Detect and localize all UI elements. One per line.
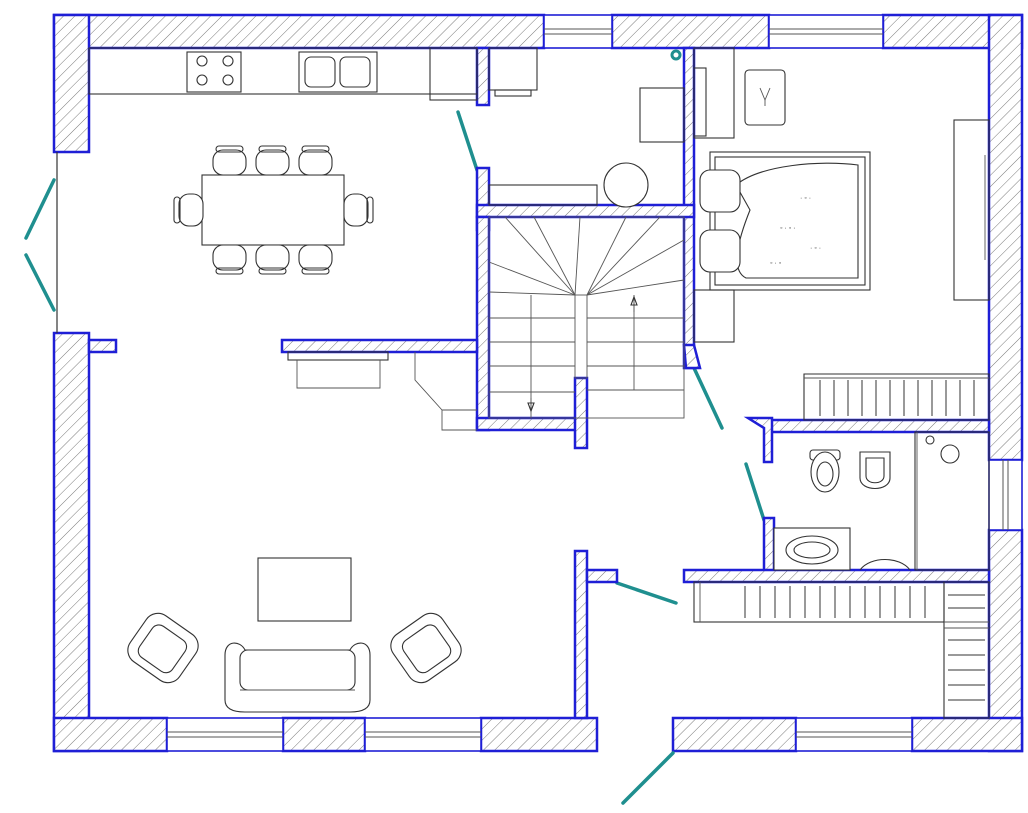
coffee-table-icon xyxy=(257,557,352,622)
door-swing-icon xyxy=(24,253,56,312)
kitchen xyxy=(88,47,538,101)
window-icon xyxy=(166,717,284,752)
staircase-icon xyxy=(488,216,685,419)
wall-bottom-mid1 xyxy=(281,716,367,753)
wardrobe-icon xyxy=(803,373,990,421)
fireplace-icon xyxy=(287,351,477,431)
wall-right-upper xyxy=(987,13,1024,462)
toilet-icon xyxy=(809,449,841,493)
door-swing-icon xyxy=(744,462,766,522)
fridge xyxy=(429,47,478,101)
wall-bottom-left xyxy=(52,716,169,753)
chair-icon xyxy=(343,193,374,227)
svg-text:· ◦ ·: · ◦ · xyxy=(800,195,811,202)
chair-icon xyxy=(212,145,247,176)
living-room xyxy=(127,557,462,713)
svg-text:◦ · ◦ ·: ◦ · ◦ · xyxy=(780,225,795,232)
chair-icon xyxy=(255,145,290,176)
cooktop-icon xyxy=(186,51,242,93)
wall-left-upper xyxy=(52,13,91,154)
door-swing-icon xyxy=(692,366,724,430)
wardrobe-icon xyxy=(943,581,990,719)
door-pivot xyxy=(670,49,682,61)
svg-text:◦ · ◦: ◦ · ◦ xyxy=(770,260,781,267)
window-icon xyxy=(543,14,613,49)
small-bath xyxy=(488,87,685,208)
armchair-icon xyxy=(390,612,462,684)
double-bed-icon: · ◦ · ◦ · ◦ · · ◦ · ◦ · ◦ xyxy=(699,151,871,291)
wall-left-lower xyxy=(52,331,91,753)
pillow-icon xyxy=(699,169,741,213)
bathroom xyxy=(773,431,990,571)
dining-table-icon xyxy=(201,174,345,246)
chair-icon xyxy=(255,244,290,275)
pillow-icon xyxy=(699,229,741,273)
window-icon xyxy=(768,14,884,49)
wall-cabinet xyxy=(953,119,990,301)
door-swing-icon xyxy=(621,751,675,805)
bidet-icon xyxy=(859,451,891,490)
wardrobe-icon xyxy=(693,581,945,623)
svg-text:· ◦ ·: · ◦ · xyxy=(810,245,821,252)
wall-bottom-right1 xyxy=(671,716,798,753)
chair-icon xyxy=(173,193,204,227)
bedroom: · ◦ · ◦ · ◦ · · ◦ · ◦ · ◦ xyxy=(693,47,990,343)
window-icon xyxy=(795,717,913,752)
door-swing-icon xyxy=(456,110,479,172)
window-icon xyxy=(988,459,1023,531)
washbasin-icon xyxy=(603,162,649,208)
bath-cabinet xyxy=(488,47,538,91)
wall-bottom-right2 xyxy=(910,716,1024,753)
wall-top-left xyxy=(52,13,546,50)
interior-walls xyxy=(87,46,991,720)
armchair-icon xyxy=(127,612,199,684)
chair-icon xyxy=(298,145,333,176)
sofa-icon xyxy=(224,642,371,713)
exterior-walls xyxy=(52,13,1024,753)
kitchen-counter xyxy=(88,47,478,95)
windows xyxy=(166,14,1023,752)
door-swing-icon xyxy=(24,178,56,240)
window-icon xyxy=(364,717,482,752)
doors xyxy=(24,49,766,805)
dining-area xyxy=(173,145,374,275)
chair-icon xyxy=(298,244,333,275)
double-sink-icon xyxy=(298,51,378,93)
chair-icon xyxy=(212,244,247,275)
radiator-icon xyxy=(744,69,786,126)
washbasin-icon xyxy=(773,527,851,571)
wall-top-mid xyxy=(610,13,771,50)
door-swing-icon xyxy=(615,581,678,605)
wall-bottom-mid2 xyxy=(479,716,599,753)
shower-icon xyxy=(914,431,990,571)
